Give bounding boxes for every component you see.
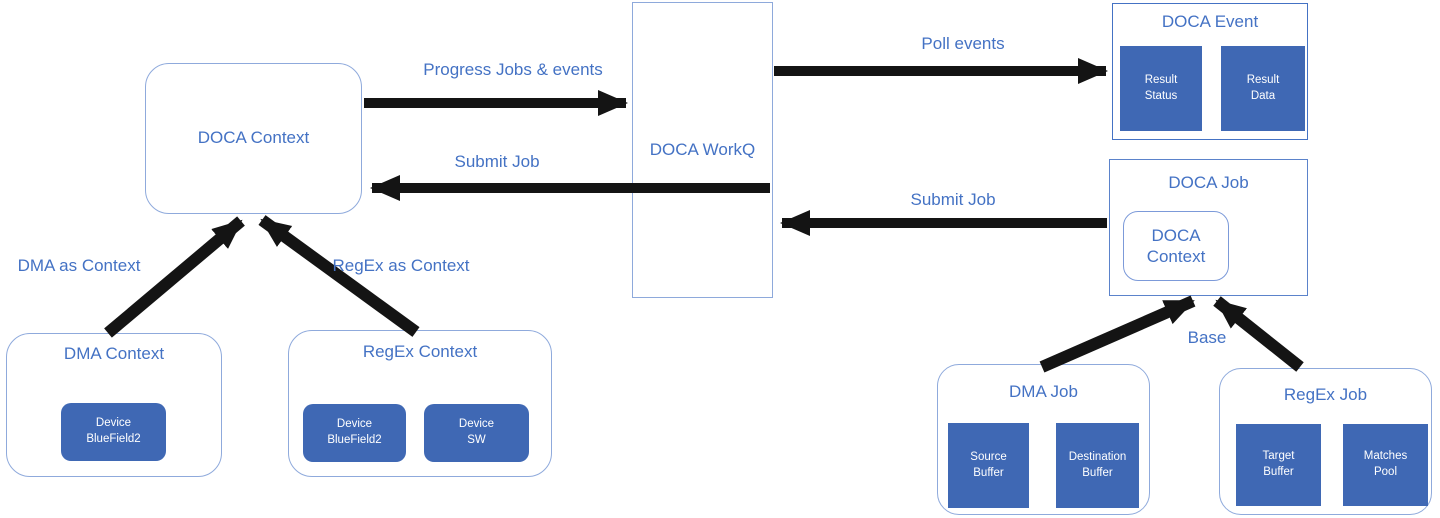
- edge-label-base: Base: [1187, 328, 1227, 347]
- edge-label-regex-as-context: RegEx as Context: [332, 256, 470, 275]
- arrow-base-regex-job: [1213, 296, 1304, 372]
- dma-job-node: DMA Job Source Buffer Destination Buffer: [937, 364, 1150, 515]
- dma-context-node: DMA Context Device BlueField2: [6, 333, 222, 477]
- regex-job-node: RegEx Job Target Buffer Matches Pool: [1219, 368, 1432, 515]
- destination-buffer-box: Destination Buffer: [1056, 423, 1139, 508]
- doca-job-title: DOCA Job: [1168, 173, 1249, 192]
- edge-label-progress-jobs-events: Progress Jobs & events: [423, 60, 603, 79]
- target-buffer-box: Target Buffer: [1236, 424, 1321, 506]
- arrow-base-dma-job: [1039, 295, 1196, 373]
- doca-workq-node: DOCA WorkQ: [632, 2, 773, 298]
- doca-event-node: DOCA Event Result Status Result Data: [1112, 3, 1308, 140]
- result-status-box: Result Status: [1120, 46, 1202, 131]
- doca-context-node: DOCA Context: [145, 63, 362, 214]
- edge-label-submit-job-right: Submit Job: [910, 190, 996, 209]
- result-data-box: Result Data: [1221, 46, 1305, 131]
- doca-job-node: DOCA Job DOCA Context: [1109, 159, 1308, 296]
- doca-workq-title: DOCA WorkQ: [649, 139, 756, 159]
- matches-pool-box: Matches Pool: [1343, 424, 1428, 506]
- dma-device-bluefield2-box: Device BlueField2: [61, 403, 166, 461]
- regex-context-node: RegEx Context Device BlueField2 Device S…: [288, 330, 552, 477]
- regex-device-bluefield2-box: Device BlueField2: [303, 404, 406, 462]
- dma-job-title: DMA Job: [1009, 382, 1078, 401]
- arrow-dma-as-context: [104, 216, 245, 338]
- doca-event-title: DOCA Event: [1161, 12, 1259, 31]
- source-buffer-box: Source Buffer: [948, 423, 1029, 508]
- edge-label-dma-as-context: DMA as Context: [17, 256, 141, 275]
- edge-label-poll-events: Poll events: [921, 34, 1005, 53]
- doca-context-title: DOCA Context: [197, 128, 310, 148]
- doca-job-inner-context: DOCA Context: [1123, 211, 1229, 281]
- dma-context-title: DMA Context: [63, 344, 165, 363]
- arrow-regex-as-context: [258, 215, 420, 337]
- regex-job-title: RegEx Job: [1283, 385, 1368, 404]
- edge-label-submit-job-left: Submit Job: [454, 152, 540, 171]
- regex-device-sw-box: Device SW: [424, 404, 529, 462]
- regex-context-title: RegEx Context: [362, 342, 478, 361]
